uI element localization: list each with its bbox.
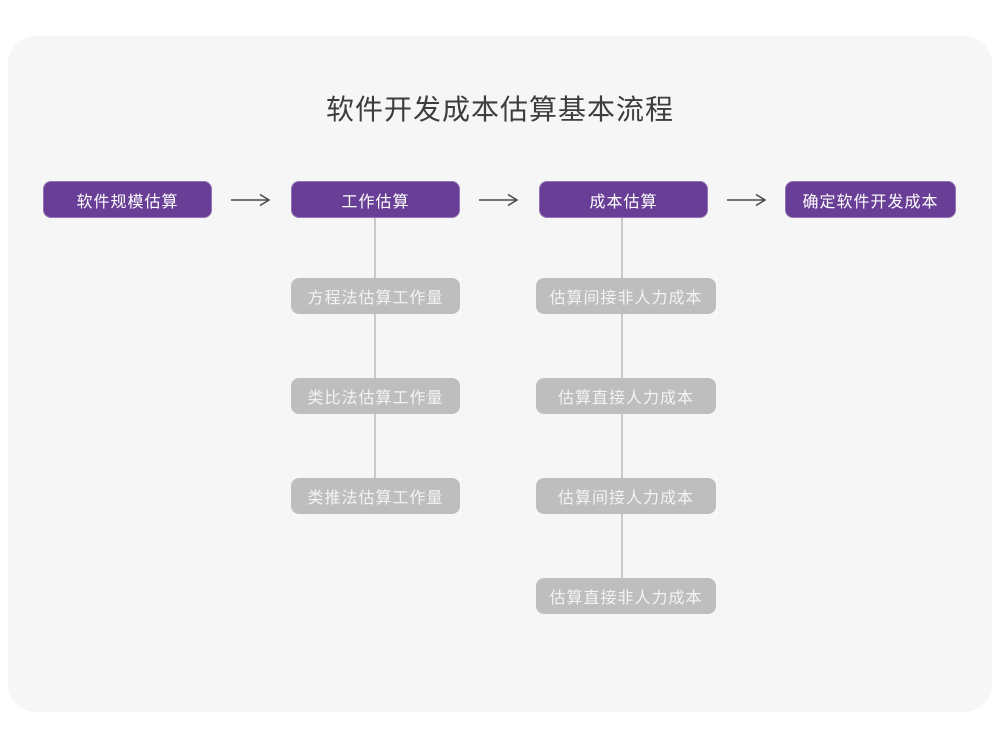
substep-direct-non-labor-cost: 估算直接非人力成本	[536, 578, 716, 614]
diagram-title: 软件开发成本估算基本流程	[325, 94, 674, 125]
substep-indirect-non-labor-cost: 估算间接非人力成本	[536, 278, 716, 314]
substep-analogy-method-workload: 类比法估算工作量	[291, 378, 460, 414]
stage-determine-software-dev-cost: 确定软件开发成本	[785, 181, 956, 218]
right-arrow-icon	[231, 193, 271, 207]
right-arrow-icon	[479, 193, 519, 207]
flow-arrow-3	[726, 193, 768, 207]
substep-indirect-labor-cost: 估算间接人力成本	[536, 478, 716, 514]
stage-work-estimation: 工作估算	[291, 181, 460, 218]
substep-direct-labor-cost: 估算直接人力成本	[536, 378, 716, 414]
right-arrow-icon	[727, 193, 767, 207]
stage-software-scale-estimation: 软件规模估算	[43, 181, 212, 218]
flow-arrow-1	[230, 193, 272, 207]
diagram-card	[8, 36, 992, 712]
flow-arrow-2	[478, 193, 520, 207]
substep-equation-method-workload: 方程法估算工作量	[291, 278, 460, 314]
substep-extrapolation-method-workload: 类推法估算工作量	[291, 478, 460, 514]
connector-work-estimation-column	[374, 218, 376, 496]
stage-cost-estimation: 成本估算	[539, 181, 708, 218]
